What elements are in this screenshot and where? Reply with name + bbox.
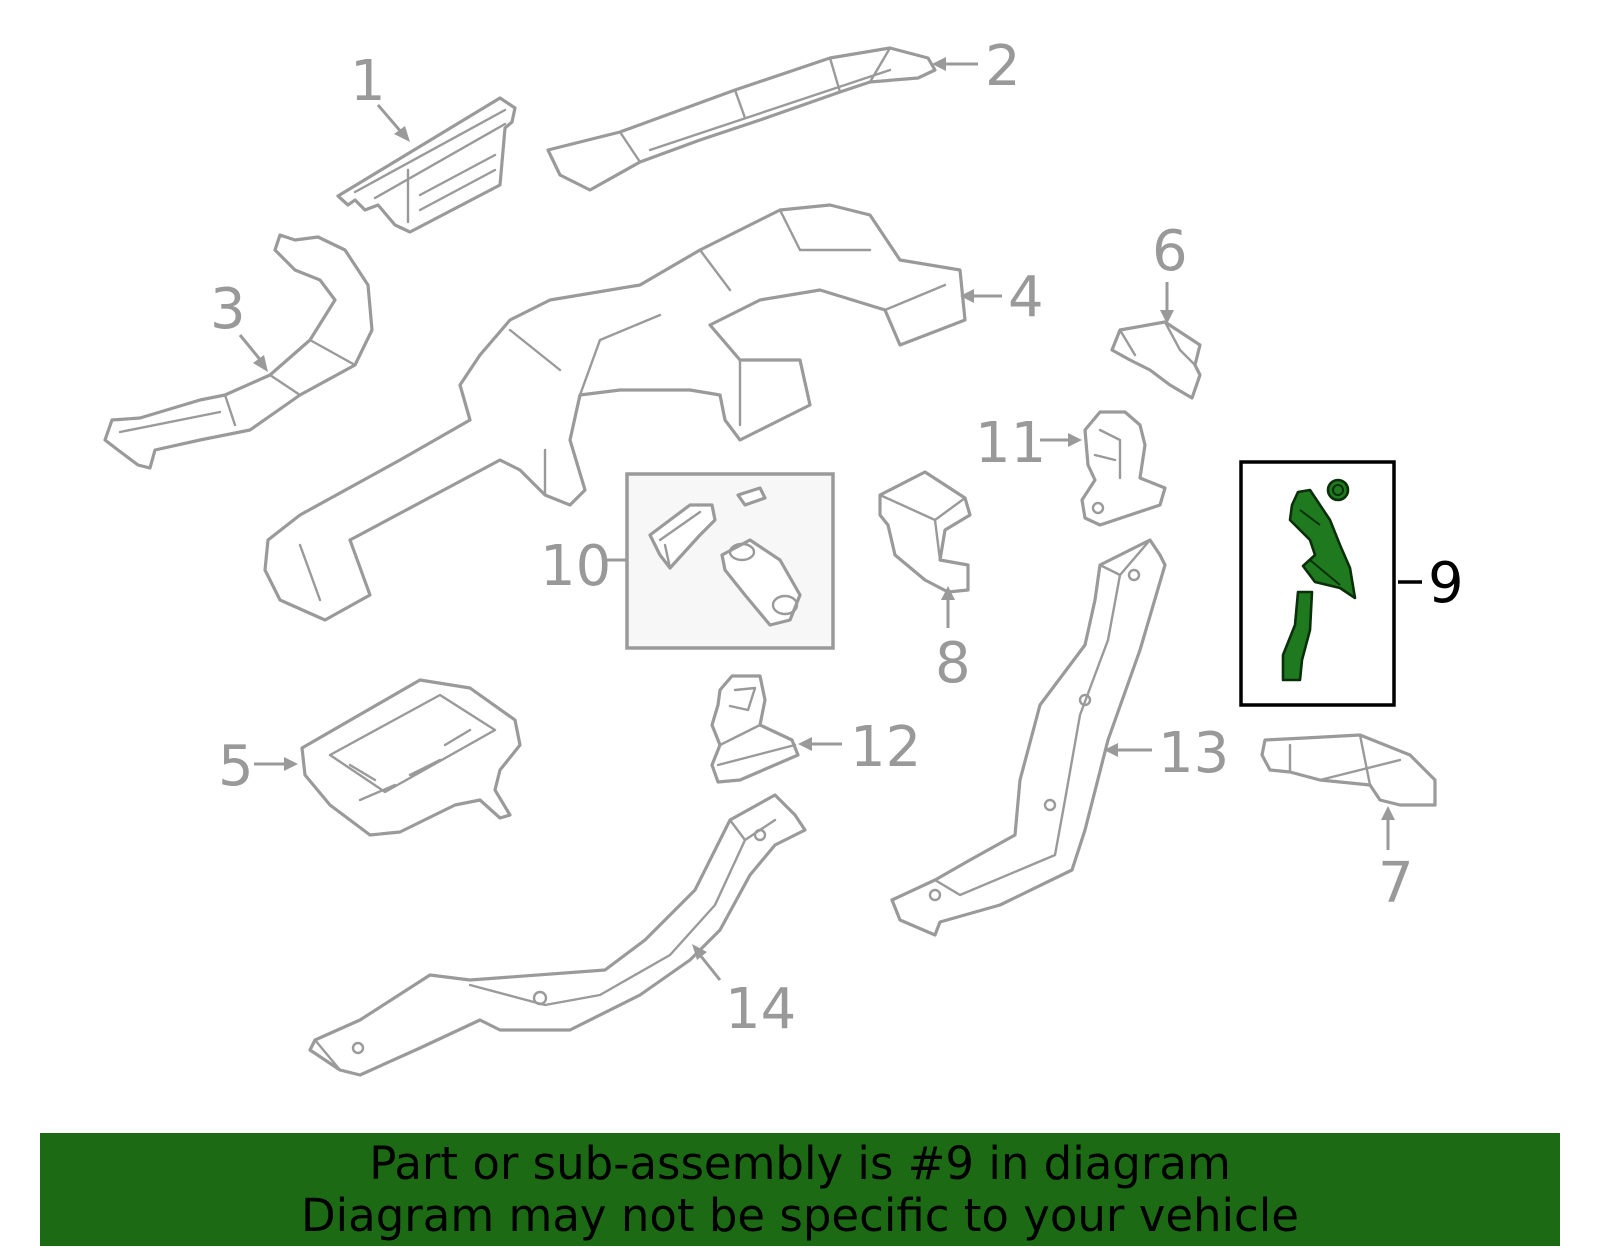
callout-label-7: 7: [1378, 851, 1414, 916]
part-4-drawing: [263, 203, 967, 622]
part-2-drawing: [546, 46, 937, 192]
info-banner: Part or sub-assembly is #9 in diagram Di…: [40, 1133, 1560, 1246]
callout-label-5: 5: [218, 734, 254, 799]
callout-4: 4: [960, 265, 1044, 330]
callout-label-13: 13: [1158, 721, 1229, 786]
part-9-box: [1239, 460, 1396, 707]
parts-diagram: 1 2 3 4 5: [103, 34, 1464, 1077]
callout-1: 1: [350, 49, 410, 142]
callout-label-14: 14: [725, 977, 796, 1042]
part-1-drawing: [336, 96, 517, 234]
part-8-drawing: [878, 470, 972, 594]
callout-9: 9: [1398, 551, 1464, 616]
callout-5: 5: [218, 734, 298, 799]
part-11-drawing: [1080, 410, 1167, 527]
callout-label-3: 3: [210, 277, 246, 342]
part-3-drawing: [103, 233, 374, 470]
callout-label-1: 1: [350, 49, 386, 114]
part-5-drawing: [300, 678, 522, 837]
callout-12: 12: [798, 715, 921, 780]
callout-14: 14: [692, 944, 796, 1042]
callout-8: 8: [935, 586, 971, 696]
callout-label-11: 11: [975, 411, 1046, 476]
callout-6: 6: [1152, 219, 1188, 324]
part-13-drawing: [890, 538, 1167, 937]
part-12-drawing: [710, 674, 800, 784]
callout-label-2: 2: [985, 34, 1021, 99]
callout-2: 2: [932, 34, 1021, 99]
callout-10: 10: [540, 534, 627, 599]
callout-13: 13: [1104, 721, 1229, 786]
callout-11: 11: [975, 411, 1082, 476]
callout-3: 3: [210, 277, 268, 372]
callout-label-9: 9: [1428, 551, 1464, 616]
callout-label-10: 10: [540, 534, 611, 599]
part-6-drawing: [1110, 320, 1202, 400]
callout-label-6: 6: [1152, 219, 1188, 284]
callout-label-8: 8: [935, 631, 971, 696]
banner-line-1: Part or sub-assembly is #9 in diagram: [369, 1136, 1231, 1190]
part-7-drawing: [1260, 733, 1437, 807]
part-10-inset: [625, 472, 835, 650]
callout-label-4: 4: [1008, 265, 1044, 330]
part-14-drawing: [308, 793, 807, 1077]
callout-label-12: 12: [850, 715, 921, 780]
banner-line-2: Diagram may not be specific to your vehi…: [301, 1188, 1299, 1242]
callout-7: 7: [1378, 806, 1414, 916]
